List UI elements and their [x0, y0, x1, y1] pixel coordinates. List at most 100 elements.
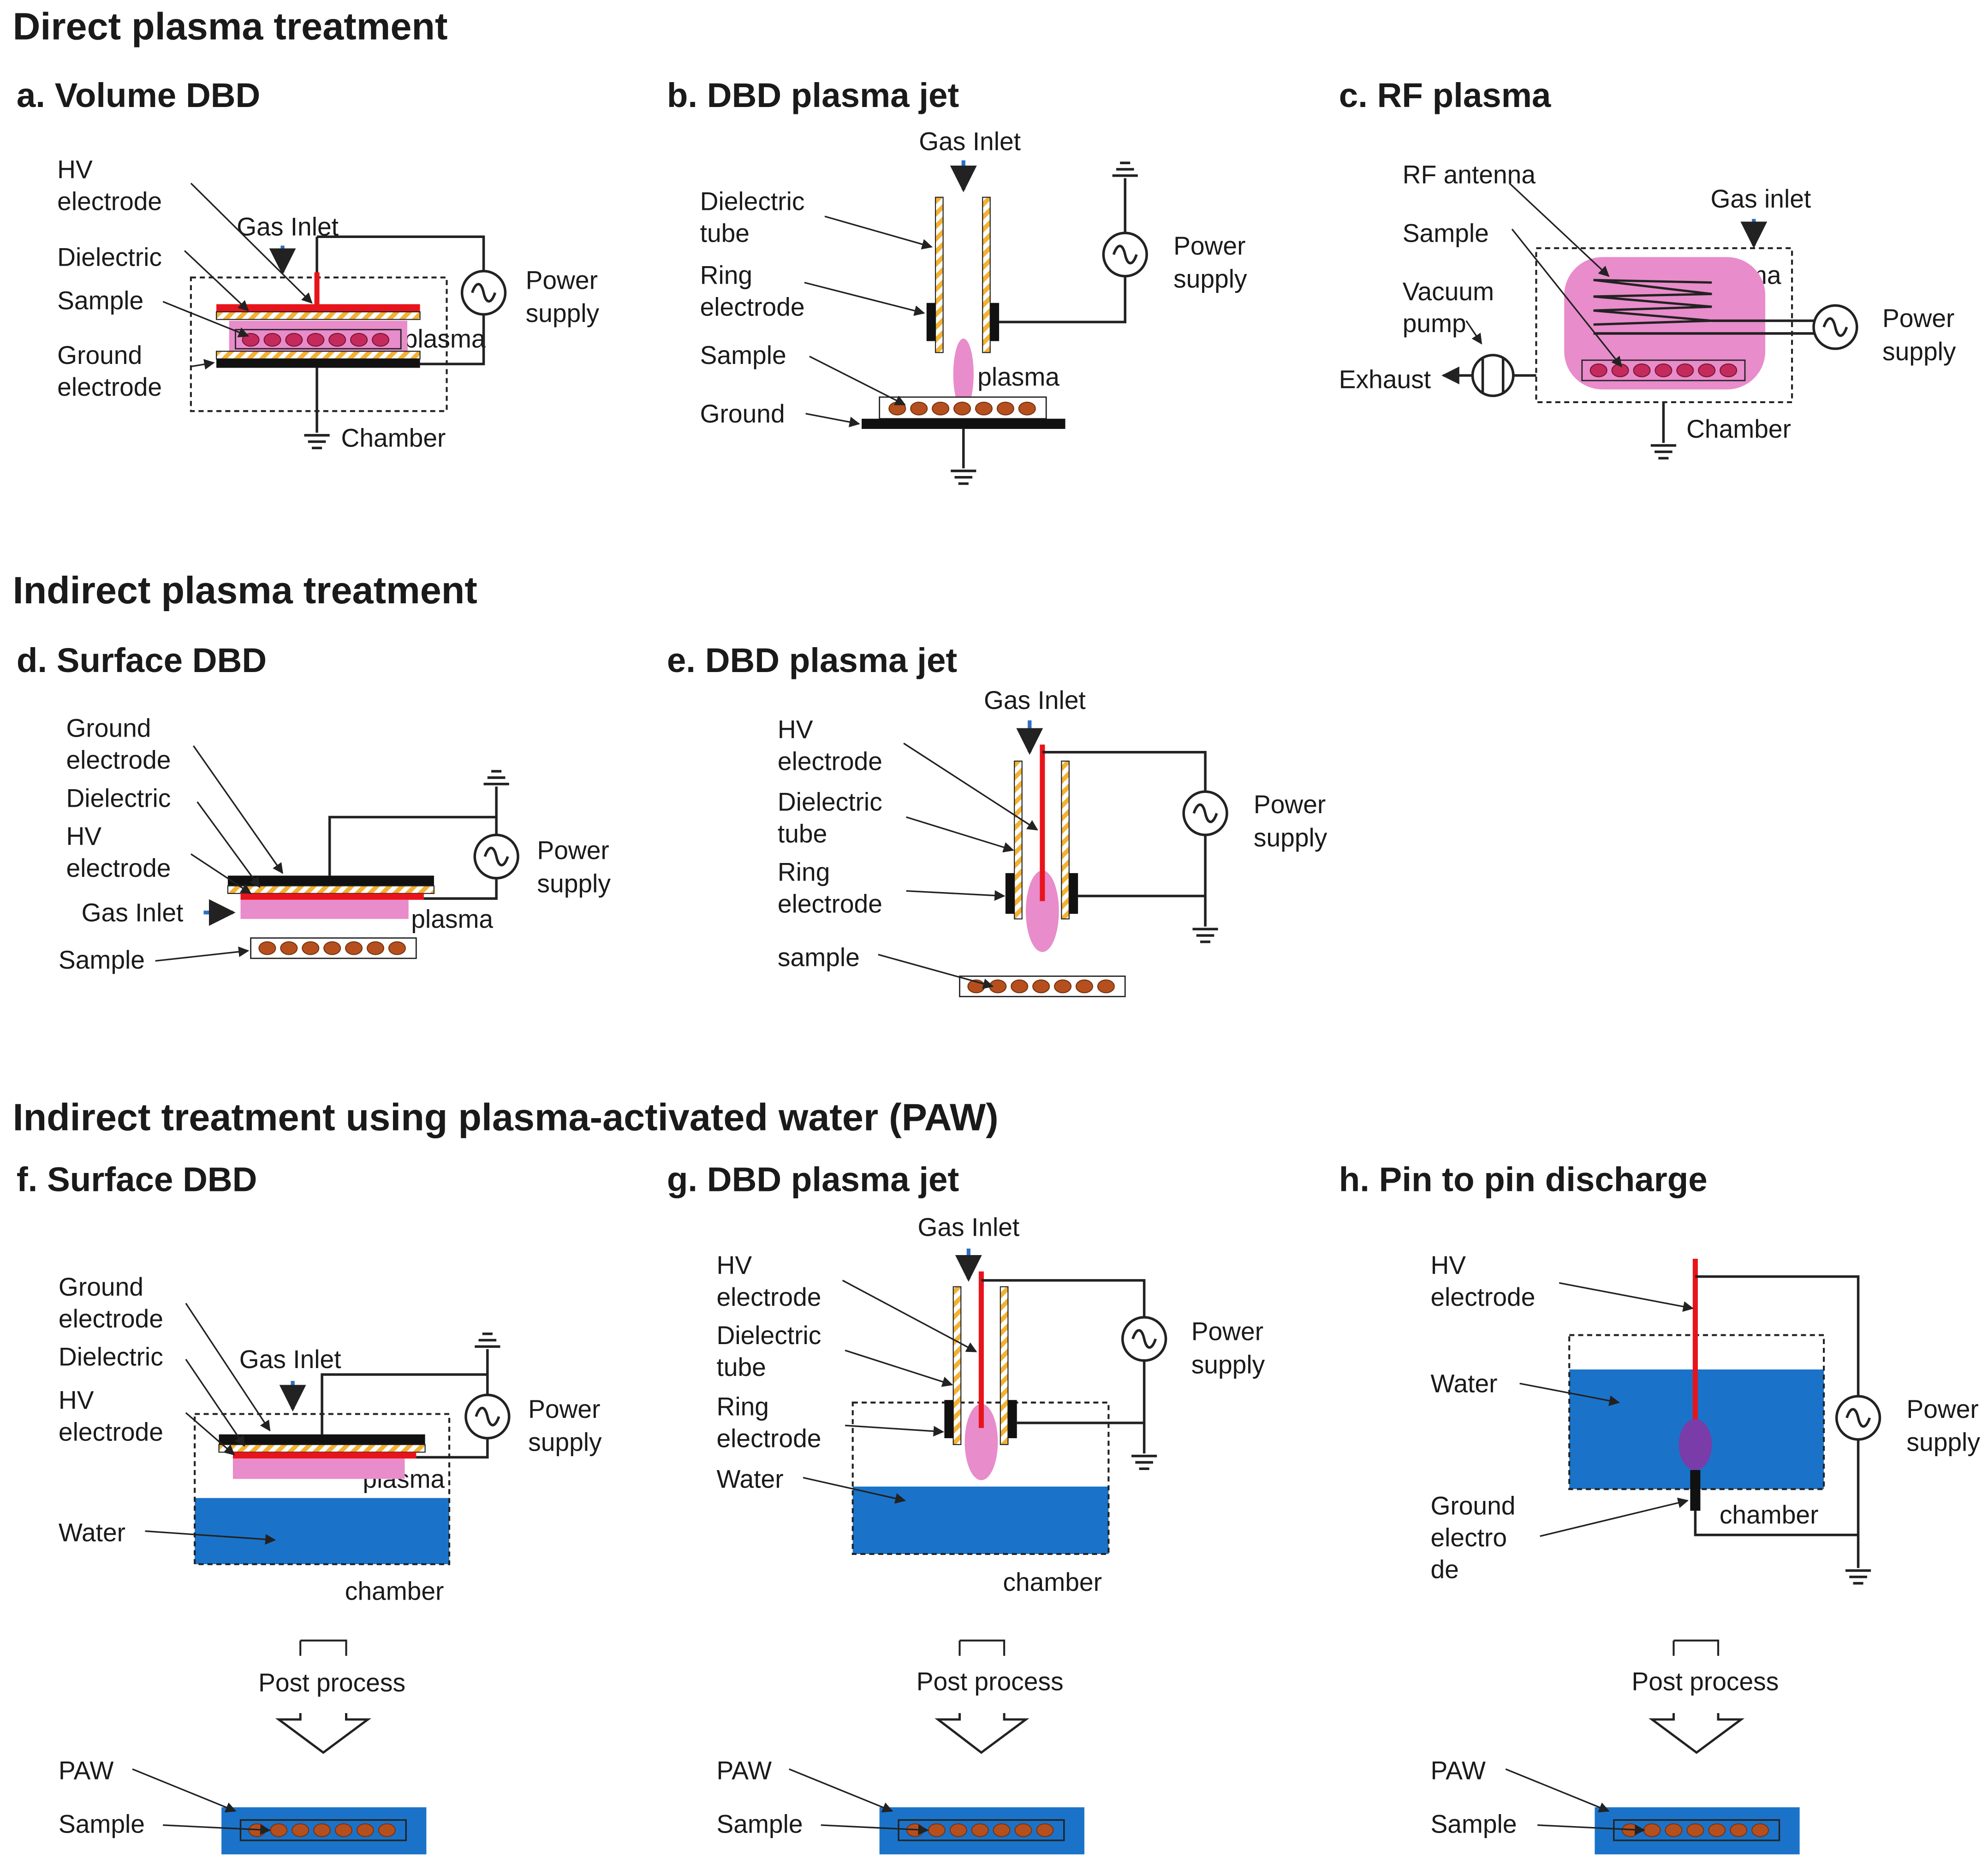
- panel-h-water-label: Water: [1430, 1369, 1497, 1398]
- panel-a-title: a. Volume DBD: [17, 76, 260, 114]
- panel-g-dbd-plasma-jet-paw: g. DBD plasma jet Gas Inlet HV electrode…: [667, 1161, 1265, 1855]
- panel-e-ground-icon: [1192, 929, 1218, 942]
- panel-b-ring-label-2: electrode: [700, 292, 805, 321]
- panel-g-power-label-2: supply: [1191, 1350, 1265, 1379]
- panel-c-rf-antenna-coil: [1593, 279, 1712, 326]
- panel-f-plasma-region: [232, 1458, 405, 1479]
- section-title-indirect: Indirect plasma treatment: [13, 569, 477, 612]
- panel-a-ground-label: Ground: [57, 341, 142, 369]
- panel-h-discharge: [1678, 1419, 1712, 1470]
- panel-f-title: f. Surface DBD: [17, 1161, 257, 1199]
- panel-g-power-label: Power: [1191, 1317, 1263, 1346]
- panel-e-dielectric-label: Dielectric: [778, 788, 882, 816]
- panel-d-power-label: Power: [537, 836, 609, 865]
- panel-f-hv-label-2: electrode: [59, 1418, 163, 1446]
- section-title-direct: Direct plasma treatment: [13, 5, 448, 48]
- panel-c-vacuum-label: Vacuum: [1403, 277, 1494, 306]
- panel-b-ground-icon-top: [1113, 163, 1138, 176]
- panel-f-post-arrow-top: [300, 1639, 347, 1656]
- panel-b-sample-label: Sample: [700, 341, 786, 369]
- panel-f-water-label: Water: [59, 1518, 125, 1547]
- panel-h-paw-label: PAW: [1430, 1756, 1486, 1785]
- panel-a-sample-tray: [235, 329, 402, 350]
- panel-a-dielectric-bottom: [215, 351, 421, 360]
- panel-f-water: [195, 1498, 450, 1565]
- panel-g-ring-right: [1008, 1400, 1017, 1439]
- panel-b-power-label: Power: [1173, 232, 1245, 260]
- panel-d-power-label-2: supply: [537, 869, 611, 898]
- panel-d-hv-electrode: [240, 893, 424, 900]
- panel-a-ground-electrode: [216, 359, 420, 368]
- section-title-paw: Indirect treatment using plasma-activate…: [13, 1095, 999, 1138]
- panel-d-surface-dbd: d. Surface DBD Ground electrode Dielectr…: [17, 641, 611, 974]
- panel-f-hv-electrode: [232, 1452, 417, 1459]
- panel-c-power-label: Power: [1882, 304, 1954, 333]
- panel-a-ground-icon: [304, 435, 329, 448]
- panel-d-plasma-region: [240, 899, 409, 919]
- panel-d-ground-icon: [484, 771, 509, 784]
- panel-b-ring-label: Ring: [700, 261, 752, 289]
- panel-g-water-label: Water: [716, 1465, 783, 1494]
- panel-a-dielectric-top: [215, 311, 421, 320]
- panel-a-volume-dbd: a. Volume DBD HV electrode Gas Inlet Die…: [17, 76, 600, 452]
- panel-b-plasma-label: plasma: [977, 363, 1059, 391]
- panel-c-chamber-label: Chamber: [1686, 415, 1791, 443]
- panel-g-hv-label: HV: [716, 1251, 752, 1280]
- panel-g-dielectric-label-2: tube: [716, 1353, 766, 1381]
- panel-h-power-supply-icon: [1837, 1396, 1880, 1440]
- panel-c-gas-inlet-label: Gas inlet: [1710, 185, 1811, 213]
- panel-e-hv-label-2: electrode: [778, 747, 882, 775]
- panel-g-tube-right: [1000, 1286, 1009, 1445]
- panel-f-chamber-label: chamber: [345, 1577, 444, 1605]
- panel-g-ring-left: [944, 1400, 953, 1439]
- panel-e-tube-right: [1061, 760, 1070, 920]
- panel-e-hv-label: HV: [778, 715, 813, 744]
- panel-c-rf-antenna-label: RF antenna: [1403, 160, 1536, 189]
- panel-a-sample-label: Sample: [57, 286, 143, 315]
- panel-h-power-label: Power: [1906, 1395, 1978, 1423]
- panel-f-surface-dbd-paw: f. Surface DBD Ground electrode Dielectr…: [17, 1161, 602, 1855]
- panel-b-gas-inlet-label: Gas Inlet: [919, 127, 1021, 156]
- panel-a-plasma-label: plasma: [404, 324, 486, 353]
- panel-c-ground-icon: [1651, 446, 1676, 458]
- panel-d-ground-label: Ground: [66, 714, 151, 743]
- panel-g-ring-label-2: electrode: [716, 1424, 821, 1452]
- panel-a-power-label-2: supply: [526, 299, 600, 327]
- panel-b-ground-label: Ground: [700, 399, 785, 428]
- panel-f-hv-label: HV: [59, 1386, 94, 1415]
- panel-b-title: b. DBD plasma jet: [667, 76, 959, 114]
- panel-h-post-arrow-top: [1673, 1639, 1720, 1656]
- panel-f-power-label-2: supply: [528, 1428, 602, 1457]
- panel-h-ground-label-3: de: [1430, 1555, 1458, 1584]
- panel-h-hv-label: HV: [1430, 1251, 1466, 1280]
- panel-e-power-label: Power: [1254, 790, 1326, 819]
- panel-h-ground-electrode: [1690, 1470, 1701, 1511]
- panel-h-post-process-arrow: [1649, 1713, 1745, 1754]
- panel-d-ground-electrode: [227, 875, 434, 886]
- panel-b-ground-icon: [951, 471, 976, 484]
- panel-g-paw-label: PAW: [716, 1756, 772, 1785]
- panel-b-tube-right: [982, 196, 991, 353]
- panel-e-ring-left: [1005, 873, 1015, 914]
- panel-f-paw-label: PAW: [59, 1756, 114, 1785]
- panel-c-vacuum-pump-icon: [1471, 354, 1515, 397]
- panel-a-power-supply-icon: [462, 271, 506, 315]
- panel-a-ground-label-2: electrode: [57, 373, 162, 401]
- panel-g-ground-icon: [1131, 1456, 1157, 1469]
- panel-e-dbd-plasma-jet: e. DBD plasma jet Gas Inlet HV electrode…: [667, 641, 1327, 997]
- panel-g-ring-label: Ring: [716, 1392, 768, 1421]
- panel-f-sample-label: Sample: [59, 1809, 145, 1838]
- panel-a-power-label: Power: [526, 266, 598, 294]
- panel-e-sample-label: sample: [778, 943, 860, 971]
- panel-f-power-supply-icon: [466, 1395, 509, 1438]
- panel-d-dielectric-label: Dielectric: [66, 784, 171, 812]
- panel-e-gas-inlet-label: Gas Inlet: [984, 686, 1086, 714]
- panel-d-plasma-label: plasma: [411, 905, 493, 934]
- panel-f-ground-label-2: electrode: [59, 1304, 163, 1333]
- panel-g-power-supply-icon: [1123, 1317, 1166, 1361]
- panel-g-post-arrow-top: [959, 1639, 1006, 1656]
- panel-a-chamber-label: Chamber: [341, 424, 446, 452]
- panel-f-post-process-arrow: [275, 1713, 371, 1754]
- panel-b-tube-left: [934, 196, 944, 353]
